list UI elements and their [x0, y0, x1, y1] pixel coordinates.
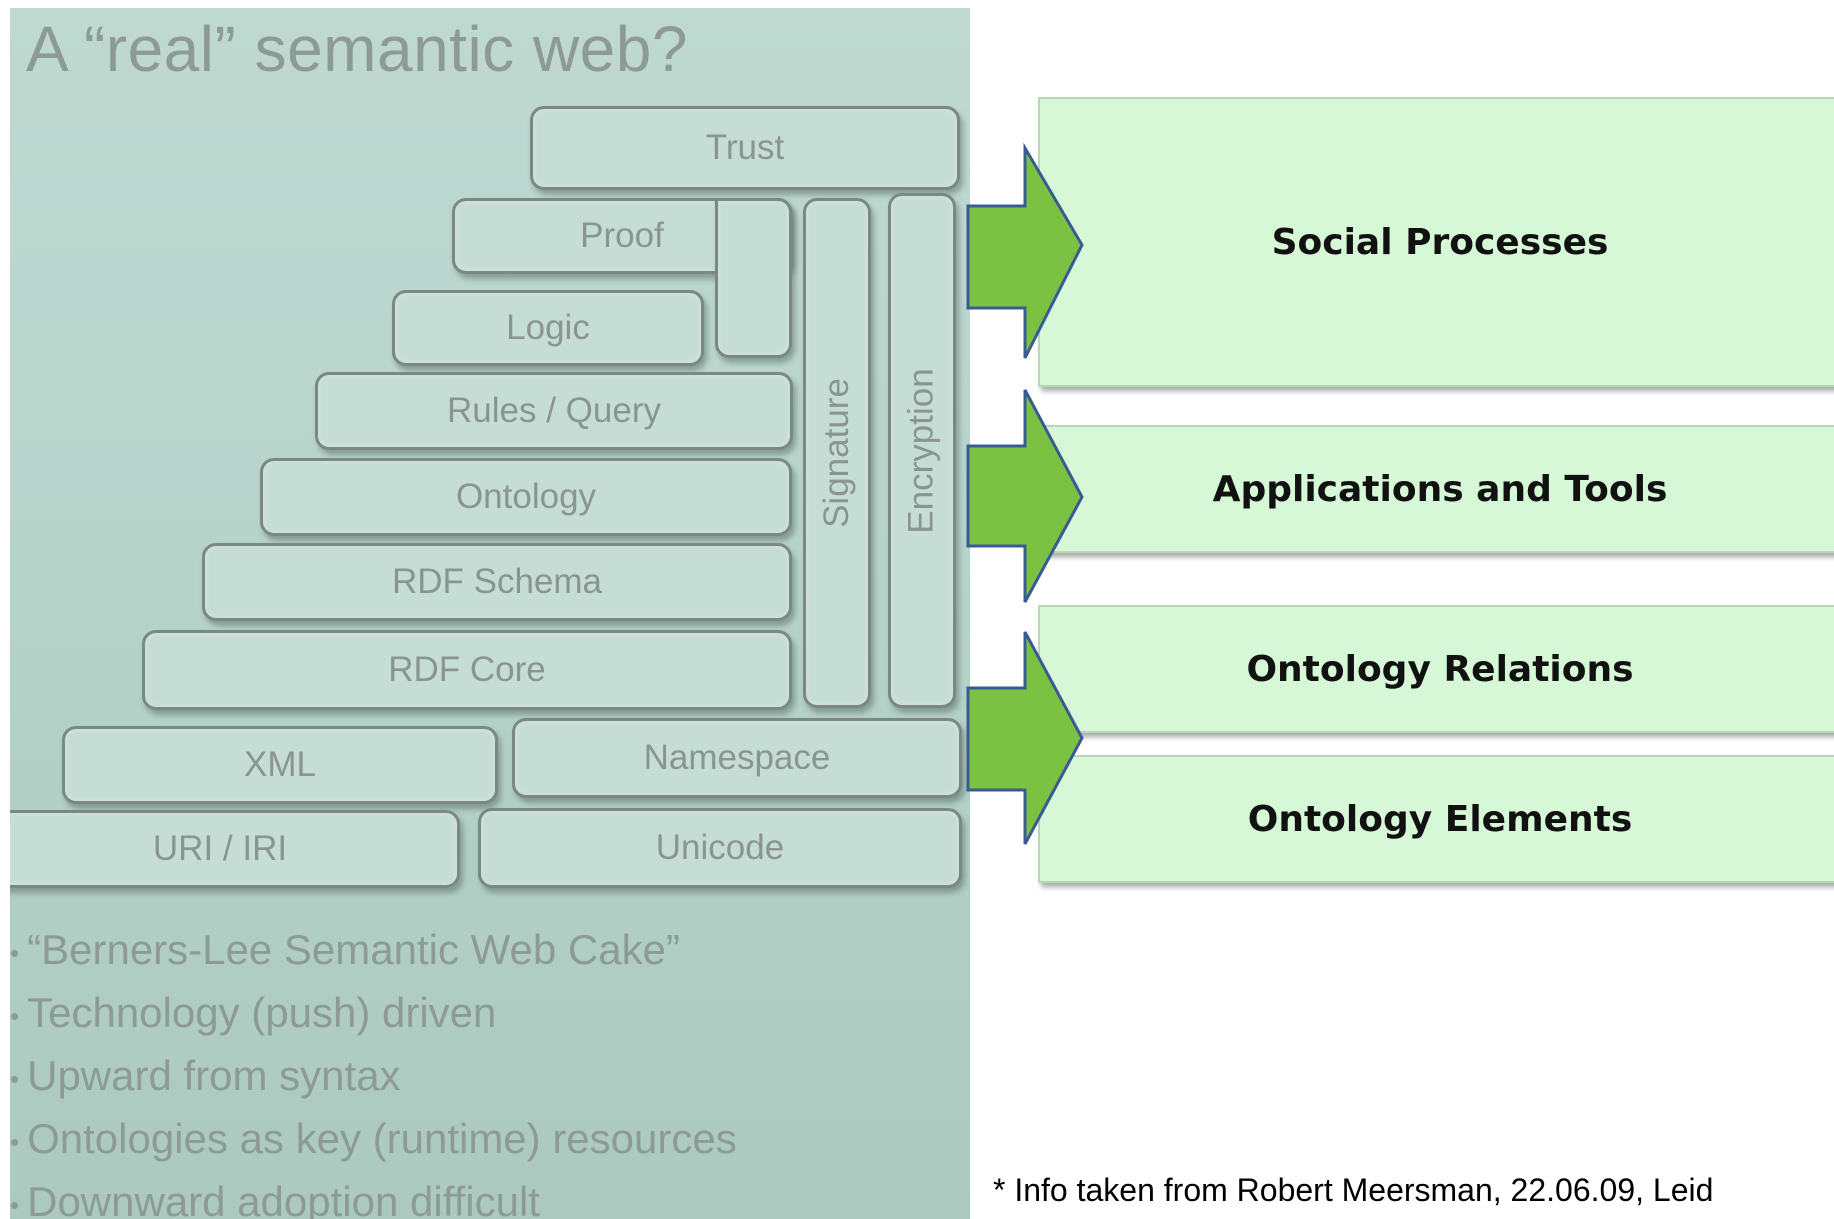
- layer-unicode-label: Unicode: [655, 828, 785, 867]
- layer-rdf-core: RDF Core: [142, 630, 792, 710]
- layer-signature-label: Signature: [817, 378, 857, 528]
- bullet-item: Upward from syntax: [10, 1046, 737, 1109]
- layer-logic: Logic: [392, 290, 704, 366]
- semantic-web-cake-photo: A “real” semantic web? Trust Proof Logic…: [10, 8, 970, 1219]
- slide-title: A “real” semantic web?: [26, 13, 688, 85]
- layer-namespace: Namespace: [512, 718, 962, 798]
- arrow-ontology-elements: [966, 631, 1084, 845]
- box-ontology-elements-label: Ontology Elements: [1247, 798, 1633, 840]
- layer-unicode: Unicode: [478, 808, 962, 888]
- arrow-group: [966, 142, 1084, 845]
- source-footnote: * Info taken from Robert Meersman, 22.06…: [993, 1172, 1714, 1208]
- layer-logic-label: Logic: [506, 308, 590, 347]
- layer-xml: XML: [62, 726, 498, 804]
- box-social-processes: Social Processes: [1038, 97, 1834, 387]
- bullet-item: Ontologies as key (runtime) resources: [10, 1109, 737, 1172]
- box-applications-tools-label: Applications and Tools: [1212, 468, 1668, 510]
- layer-rdf-core-label: RDF Core: [388, 650, 546, 689]
- slide-bullet-list: “Berners-Lee Semantic Web Cake” Technolo…: [10, 920, 737, 1219]
- layer-ontology: Ontology: [260, 458, 792, 536]
- layer-rules-query-label: Rules / Query: [447, 391, 661, 430]
- bullet-item: Technology (push) driven: [10, 983, 737, 1046]
- layer-uri-iri-label: URI / IRI: [152, 829, 288, 868]
- layer-rules-query: Rules / Query: [315, 372, 793, 450]
- layer-xml-label: XML: [244, 745, 316, 784]
- bullet-item: Downward adoption difficult: [10, 1172, 737, 1219]
- box-applications-tools: Applications and Tools: [1038, 425, 1834, 553]
- layer-proof-label: Proof: [580, 216, 664, 255]
- arrow-social-processes: [966, 142, 1084, 359]
- layer-encryption-label: Encryption: [902, 367, 941, 534]
- layer-encryption: Encryption: [888, 193, 956, 708]
- layer-proof-extension: [715, 198, 792, 358]
- box-ontology-relations: Ontology Relations: [1038, 605, 1834, 733]
- layer-rdf-schema: RDF Schema: [202, 543, 792, 621]
- layer-namespace-label: Namespace: [643, 738, 831, 777]
- layer-ontology-label: Ontology: [455, 477, 597, 516]
- box-social-processes-label: Social Processes: [1271, 221, 1609, 263]
- box-ontology-elements: Ontology Elements: [1038, 755, 1834, 883]
- arrow-applications-tools: [966, 389, 1084, 603]
- layer-rdf-schema-label: RDF Schema: [391, 562, 603, 601]
- layer-trust-label: Trust: [705, 128, 785, 167]
- layer-signature: Signature: [803, 198, 871, 708]
- layer-trust: Trust: [530, 106, 960, 190]
- layer-uri-iri: URI / IRI: [10, 810, 460, 888]
- bullet-item: “Berners-Lee Semantic Web Cake”: [10, 920, 737, 983]
- box-ontology-relations-label: Ontology Relations: [1246, 648, 1634, 690]
